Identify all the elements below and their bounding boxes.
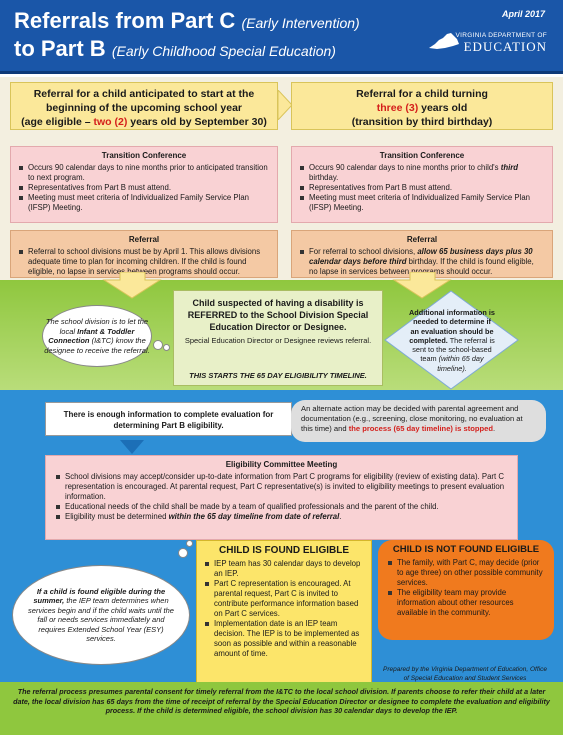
list-item: Representatives from Part B must attend. xyxy=(19,183,269,193)
list-item: Part C representation is encouraged. At … xyxy=(205,579,363,619)
diamond-text-b: The referral is sent to the school-based… xyxy=(412,335,495,364)
item-emphasis: third xyxy=(500,163,519,172)
left-heading-line3: (age eligible – two (2) years old by Sep… xyxy=(11,115,277,129)
flow-arrows-top xyxy=(102,272,452,299)
list-item: Representatives from Part B must attend. xyxy=(300,183,544,193)
list-item: The family, with Part C, may decide (pri… xyxy=(388,558,544,588)
item-text: . xyxy=(339,512,342,521)
bubble-text: If a child is found eligible during the … xyxy=(25,587,177,644)
left-heading-age: two (2) xyxy=(93,116,128,128)
right-referral-title: Referral xyxy=(406,235,438,244)
summer-eligible-bubble: If a child is found eligible during the … xyxy=(12,565,190,665)
item-text: Eligibility must be determined xyxy=(65,512,169,521)
date-label: April 2017 xyxy=(501,9,545,19)
process-stopped-text: the process (65 day timeline) is stopped xyxy=(348,424,494,433)
found-eligible-title: CHILD IS FOUND ELIGIBLE xyxy=(219,545,349,556)
right-transition-title: Transition Conference xyxy=(379,151,465,160)
thought-dot xyxy=(186,540,193,547)
diamond-text-c: (within 65 day timeline). xyxy=(437,354,484,373)
list-item: Meeting must meet criteria of Individual… xyxy=(300,193,544,213)
item-text: For referral to school divisions, xyxy=(309,247,418,256)
right-heading-age: three (3) xyxy=(376,102,419,114)
arrow-down-icon xyxy=(120,440,144,454)
right-column-heading: Referral for a child turning three (3) y… xyxy=(291,82,553,130)
eligibility-committee-box: Eligibility Committee Meeting School div… xyxy=(45,455,518,540)
prepared-by-credit: Prepared by the Virginia Department of E… xyxy=(383,666,547,682)
item-text: birthday. If the child is found eligible… xyxy=(309,257,534,276)
heading-divider-arrow xyxy=(278,90,292,120)
list-item: Occurs 90 calendar days to nine months p… xyxy=(19,163,269,183)
list-item: Eligibility must be determined within th… xyxy=(56,512,507,522)
title-line2-sub: (Early Childhood Special Education) xyxy=(111,43,336,59)
referred-small-text: Special Education Director or Designee r… xyxy=(184,336,372,345)
bubble-text-a: The school division is to let the local xyxy=(45,317,149,336)
bubble-text-b: Infant & Toddler Connection xyxy=(48,326,135,346)
eligibility-title: Eligibility Committee Meeting xyxy=(225,460,338,469)
title-line2: to Part B xyxy=(14,36,106,61)
right-heading-line2: three (3) years old xyxy=(292,101,552,115)
left-heading-line3-a: (age eligible – xyxy=(21,116,94,128)
referred-main-text: Child suspected of having a disability i… xyxy=(187,298,369,332)
page-title: Referrals from Part C (Early Interventio… xyxy=(14,8,360,64)
left-heading-line1: Referral for a child anticipated to star… xyxy=(33,88,255,100)
thought-dot xyxy=(178,548,188,558)
enough-information-box: There is enough information to complete … xyxy=(45,402,292,436)
item-emphasis: allow 65 business days plus 30 calendar … xyxy=(309,247,533,266)
left-transition-title: Transition Conference xyxy=(101,151,187,160)
virginia-state-icon xyxy=(429,33,459,49)
list-item: For referral to school divisions, allow … xyxy=(300,247,544,277)
list-item: The eligibility team may provide informa… xyxy=(388,588,544,618)
title-line1-sub: (Early Intervention) xyxy=(241,15,360,31)
list-item: School divisions may accept/consider up-… xyxy=(56,472,507,502)
item-emphasis: within the 65 day timeline from date of … xyxy=(168,512,340,521)
not-found-eligible-box: CHILD IS NOT FOUND ELIGIBLE The family, … xyxy=(378,540,554,640)
footer-note: The referral process presumes parental c… xyxy=(0,682,563,735)
bubble-text: The school division is to let the local … xyxy=(43,317,151,355)
left-heading-line2: beginning of the upcoming school year xyxy=(45,102,242,114)
thought-dot xyxy=(153,340,163,350)
logo-line2: EDUCATION xyxy=(463,39,547,54)
itc-designee-bubble: The school division is to let the local … xyxy=(42,305,152,367)
right-heading-line3: (transition by third birthday) xyxy=(351,116,493,128)
header-banner: Referrals from Part C (Early Interventio… xyxy=(0,0,563,74)
summer-bubble-bold: If a child is found eligible during the … xyxy=(33,586,166,606)
left-heading-line3-b: years old by September 30) xyxy=(127,116,267,128)
not-found-eligible-title: CHILD IS NOT FOUND ELIGIBLE xyxy=(392,544,540,555)
bubble-text-c: (I&TC) know the designee to receive the … xyxy=(44,336,150,355)
thought-dot xyxy=(163,344,170,351)
right-heading-line1: Referral for a child turning xyxy=(356,88,488,100)
list-item: IEP team has 30 calendar days to develop… xyxy=(205,559,363,579)
vdoe-logo: VIRGINIA DEPARTMENT OF EDUCATION xyxy=(456,32,547,55)
right-referral-box: Referral For referral to school division… xyxy=(291,230,553,278)
list-item: Educational needs of the child shall be … xyxy=(56,502,507,512)
right-heading-line2-b: years old xyxy=(418,102,468,114)
title-line1: Referrals from Part C xyxy=(14,8,236,33)
logo-line1: VIRGINIA DEPARTMENT OF xyxy=(455,32,547,39)
diamond-text: Additional information is needed to dete… xyxy=(408,308,496,373)
alternate-text-a: An alternate action may be decided with … xyxy=(301,404,523,433)
left-referral-box: Referral Referral to school divisions mu… xyxy=(10,230,278,278)
left-column-heading: Referral for a child anticipated to star… xyxy=(10,82,278,130)
found-eligible-box: CHILD IS FOUND ELIGIBLE IEP team has 30 … xyxy=(196,540,372,685)
left-transition-conference: Transition Conference Occurs 90 calendar… xyxy=(10,146,278,223)
summer-bubble-text: the IEP team determines when services be… xyxy=(28,596,174,643)
item-text: birthday. xyxy=(309,173,339,182)
alternate-text-b: . xyxy=(493,424,496,433)
right-transition-conference: Transition Conference Occurs 90 calendar… xyxy=(291,146,553,223)
timeline-start-text: THIS STARTS THE 65 DAY ELIGIBILITY TIMEL… xyxy=(189,371,367,380)
child-referred-box: Child suspected of having a disability i… xyxy=(173,290,383,386)
list-item: Implementation date is an IEP team decis… xyxy=(205,619,363,659)
item-text: Occurs 90 calendar days to nine months p… xyxy=(309,163,501,172)
left-referral-title: Referral xyxy=(128,235,160,244)
list-item: Occurs 90 calendar days to nine months p… xyxy=(300,163,544,183)
list-item: Meeting must meet criteria of Individual… xyxy=(19,193,269,213)
additional-info-diamond xyxy=(384,290,519,390)
alternate-action-box: An alternate action may be decided with … xyxy=(291,400,546,442)
diamond-text-a: Additional information is needed to dete… xyxy=(409,308,495,345)
